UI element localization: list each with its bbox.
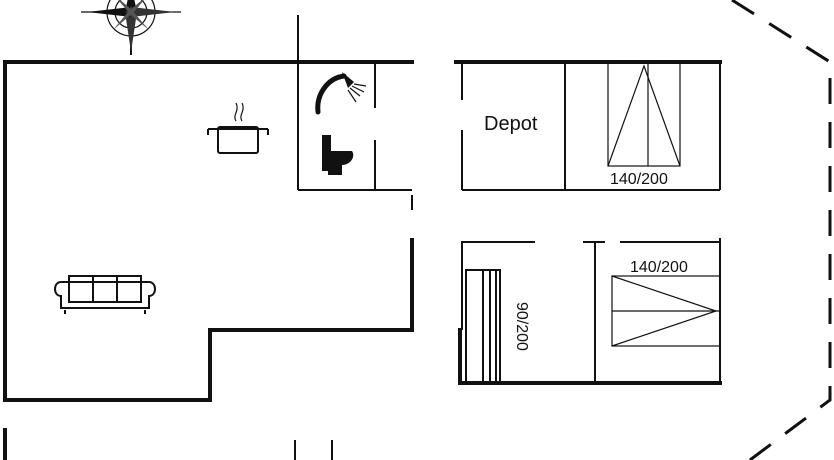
shower-icon <box>315 72 367 115</box>
toilet-icon <box>322 135 354 175</box>
sofa-icon <box>54 275 156 314</box>
depot-label: Depot <box>484 113 538 135</box>
bed-top-right <box>607 61 681 167</box>
bed-top-right-label: 140/200 <box>610 171 668 188</box>
compass-rose-icon <box>81 0 181 55</box>
bed-mid-right <box>611 275 721 347</box>
lower-bedroom-walls <box>458 238 722 385</box>
cooking-pot-icon <box>207 102 269 154</box>
terrace-outline <box>294 0 832 460</box>
living-room-walls <box>3 60 414 460</box>
bathroom-walls <box>297 15 413 210</box>
bed-single-label: 90/200 <box>513 302 530 351</box>
bed-mid-right-label: 140/200 <box>630 259 688 276</box>
bed-single <box>465 269 501 383</box>
